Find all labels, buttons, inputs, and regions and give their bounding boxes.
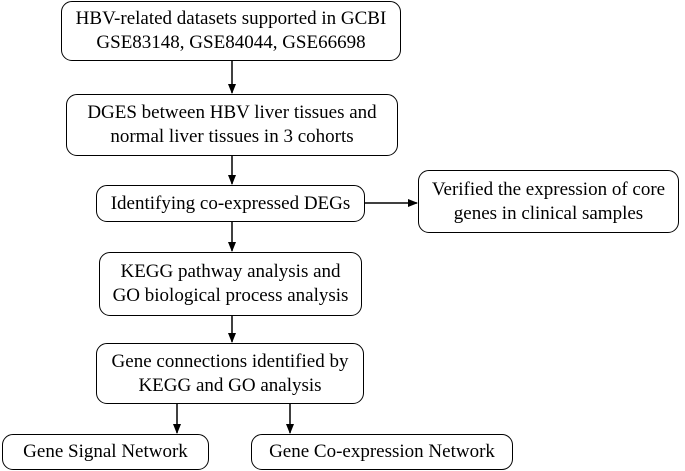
datasets-box: HBV-related datasets supported in GCBI G… [61, 1, 401, 61]
kegg-go-analysis-box: KEGG pathway analysis and GO biological … [99, 252, 362, 316]
gene-coexpression-network-box: Gene Co-expression Network [251, 434, 513, 470]
gene-connections-box-line-1: Gene connections identified by [111, 350, 349, 372]
gene-connections-box-line-2: KEGG and GO analysis [138, 374, 322, 396]
dges-box-line-2: normal liver tissues in 3 cohorts [110, 126, 354, 147]
verified-expression-box-line-1: Verified the expression of core [431, 178, 666, 200]
datasets-box-line-2: GSE83148, GSE84044, GSE66698 [96, 32, 366, 53]
gene-connections-box: Gene connections identified by KEGG and … [96, 343, 364, 404]
kegg-go-analysis-box-line-1: KEGG pathway analysis and [120, 261, 341, 282]
dges-box-line-1: DGES between HBV liver tissues and [87, 102, 377, 123]
verified-expression-box: Verified the expression of core genes in… [418, 170, 679, 233]
gene-coexpression-network-box-line-1: Gene Co-expression Network [269, 441, 495, 462]
datasets-box-line-1: HBV-related datasets supported in GCBI [75, 8, 387, 29]
identifying-degs-box-line-1: Identifying co-expressed DEGs [110, 192, 351, 214]
verified-expression-box-line-2: genes in clinical samples [453, 202, 644, 224]
dges-box: DGES between HBV liver tissues and norma… [66, 94, 398, 156]
gene-signal-network-box: Gene Signal Network [2, 434, 209, 470]
gene-signal-network-box-line-1: Gene Signal Network [23, 441, 188, 462]
kegg-go-analysis-box-line-2: GO biological process analysis [112, 285, 349, 306]
identifying-degs-box: Identifying co-expressed DEGs [96, 185, 365, 222]
